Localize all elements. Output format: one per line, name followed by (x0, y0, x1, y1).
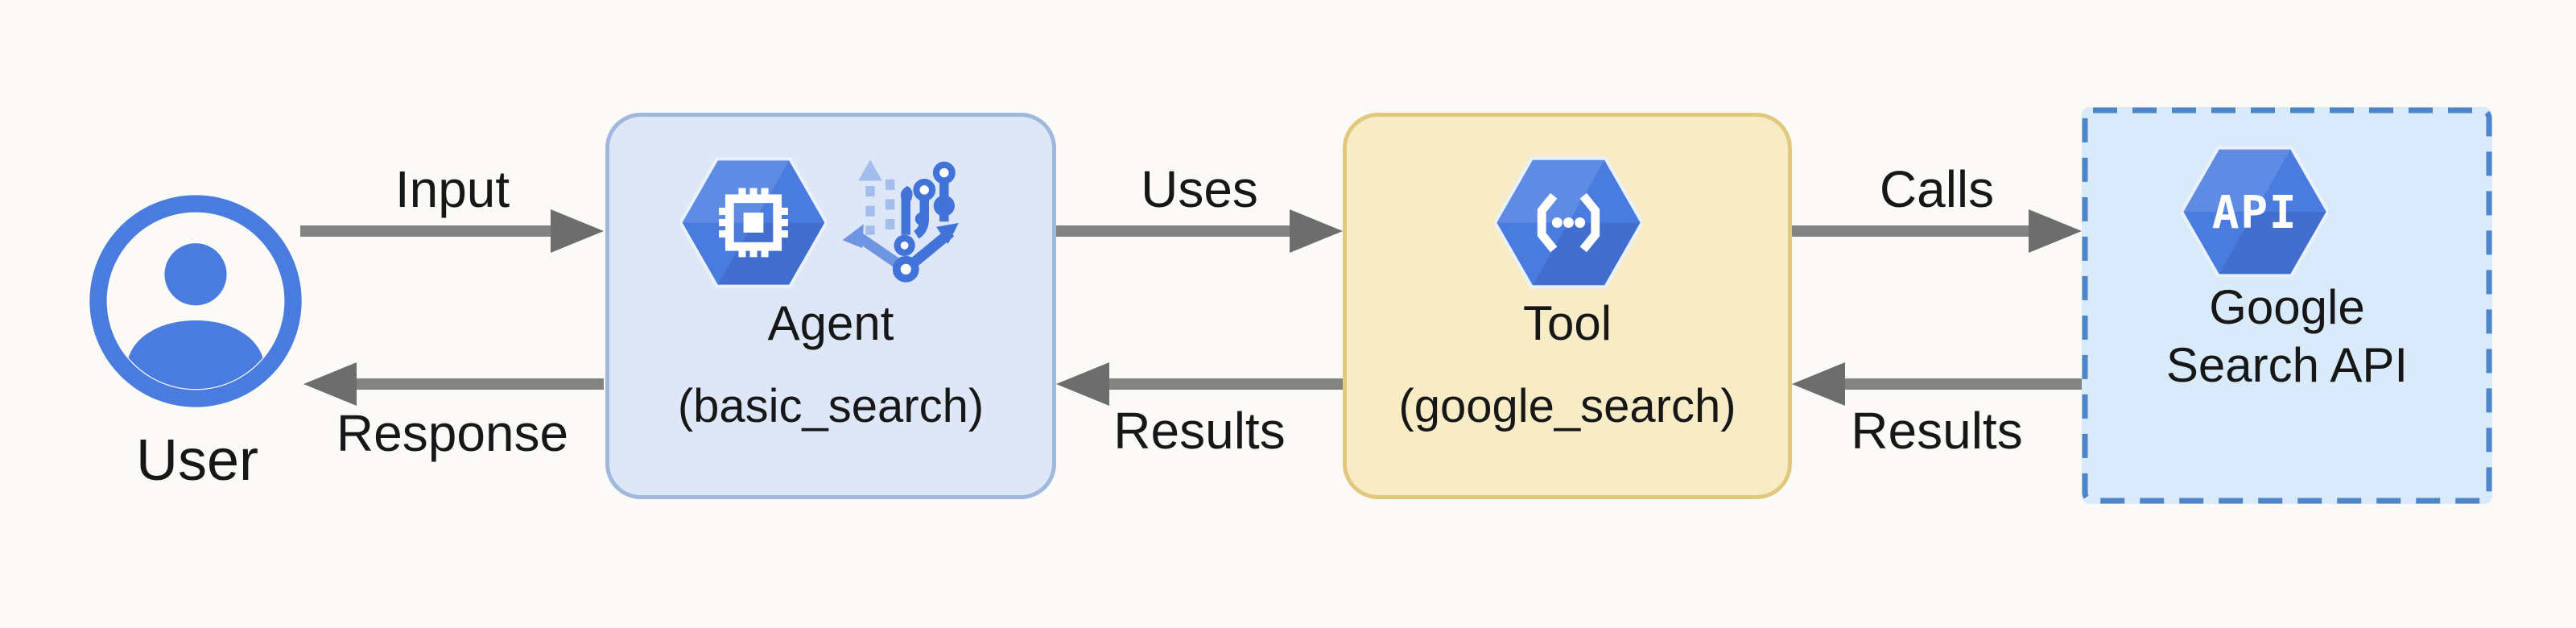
results-api-to-tool-arrow (1792, 362, 2082, 406)
input-arrow (300, 209, 604, 253)
response-edge-label: Response (336, 404, 569, 462)
user-node-label: User (135, 428, 259, 493)
uses-arrow (1056, 209, 1343, 253)
user-account-circle-icon (89, 195, 302, 407)
agent-node (605, 113, 1056, 499)
calls-edge-label: Calls (1879, 160, 1995, 218)
results-tool-to-agent-arrow (1056, 362, 1343, 406)
api-node-title: Google (2209, 280, 2365, 334)
response-arrow (303, 362, 604, 406)
cpu-hexagon-icon (680, 157, 827, 288)
tool-node-subtitle: (google_search) (1398, 380, 1736, 432)
input-edge-label: Input (394, 160, 510, 218)
api-icon-text: API (2212, 187, 2298, 239)
api-hexagon-icon: API (2182, 146, 2328, 278)
agent-node-title: Agent (767, 296, 894, 350)
calls-arrow (1792, 209, 2082, 253)
results-tool-to-agent-edge-label: Results (1113, 402, 1286, 460)
code-braces-hexagon-icon (1495, 156, 1642, 289)
api-node-subtitle: Search API (2165, 338, 2409, 392)
branching-circuit-icon (842, 159, 959, 283)
uses-edge-label: Uses (1141, 160, 1258, 218)
tool-node-title: Tool (1522, 296, 1612, 350)
agent-node-subtitle: (basic_search) (677, 380, 985, 432)
results-api-to-tool-edge-label: Results (1851, 402, 2023, 460)
